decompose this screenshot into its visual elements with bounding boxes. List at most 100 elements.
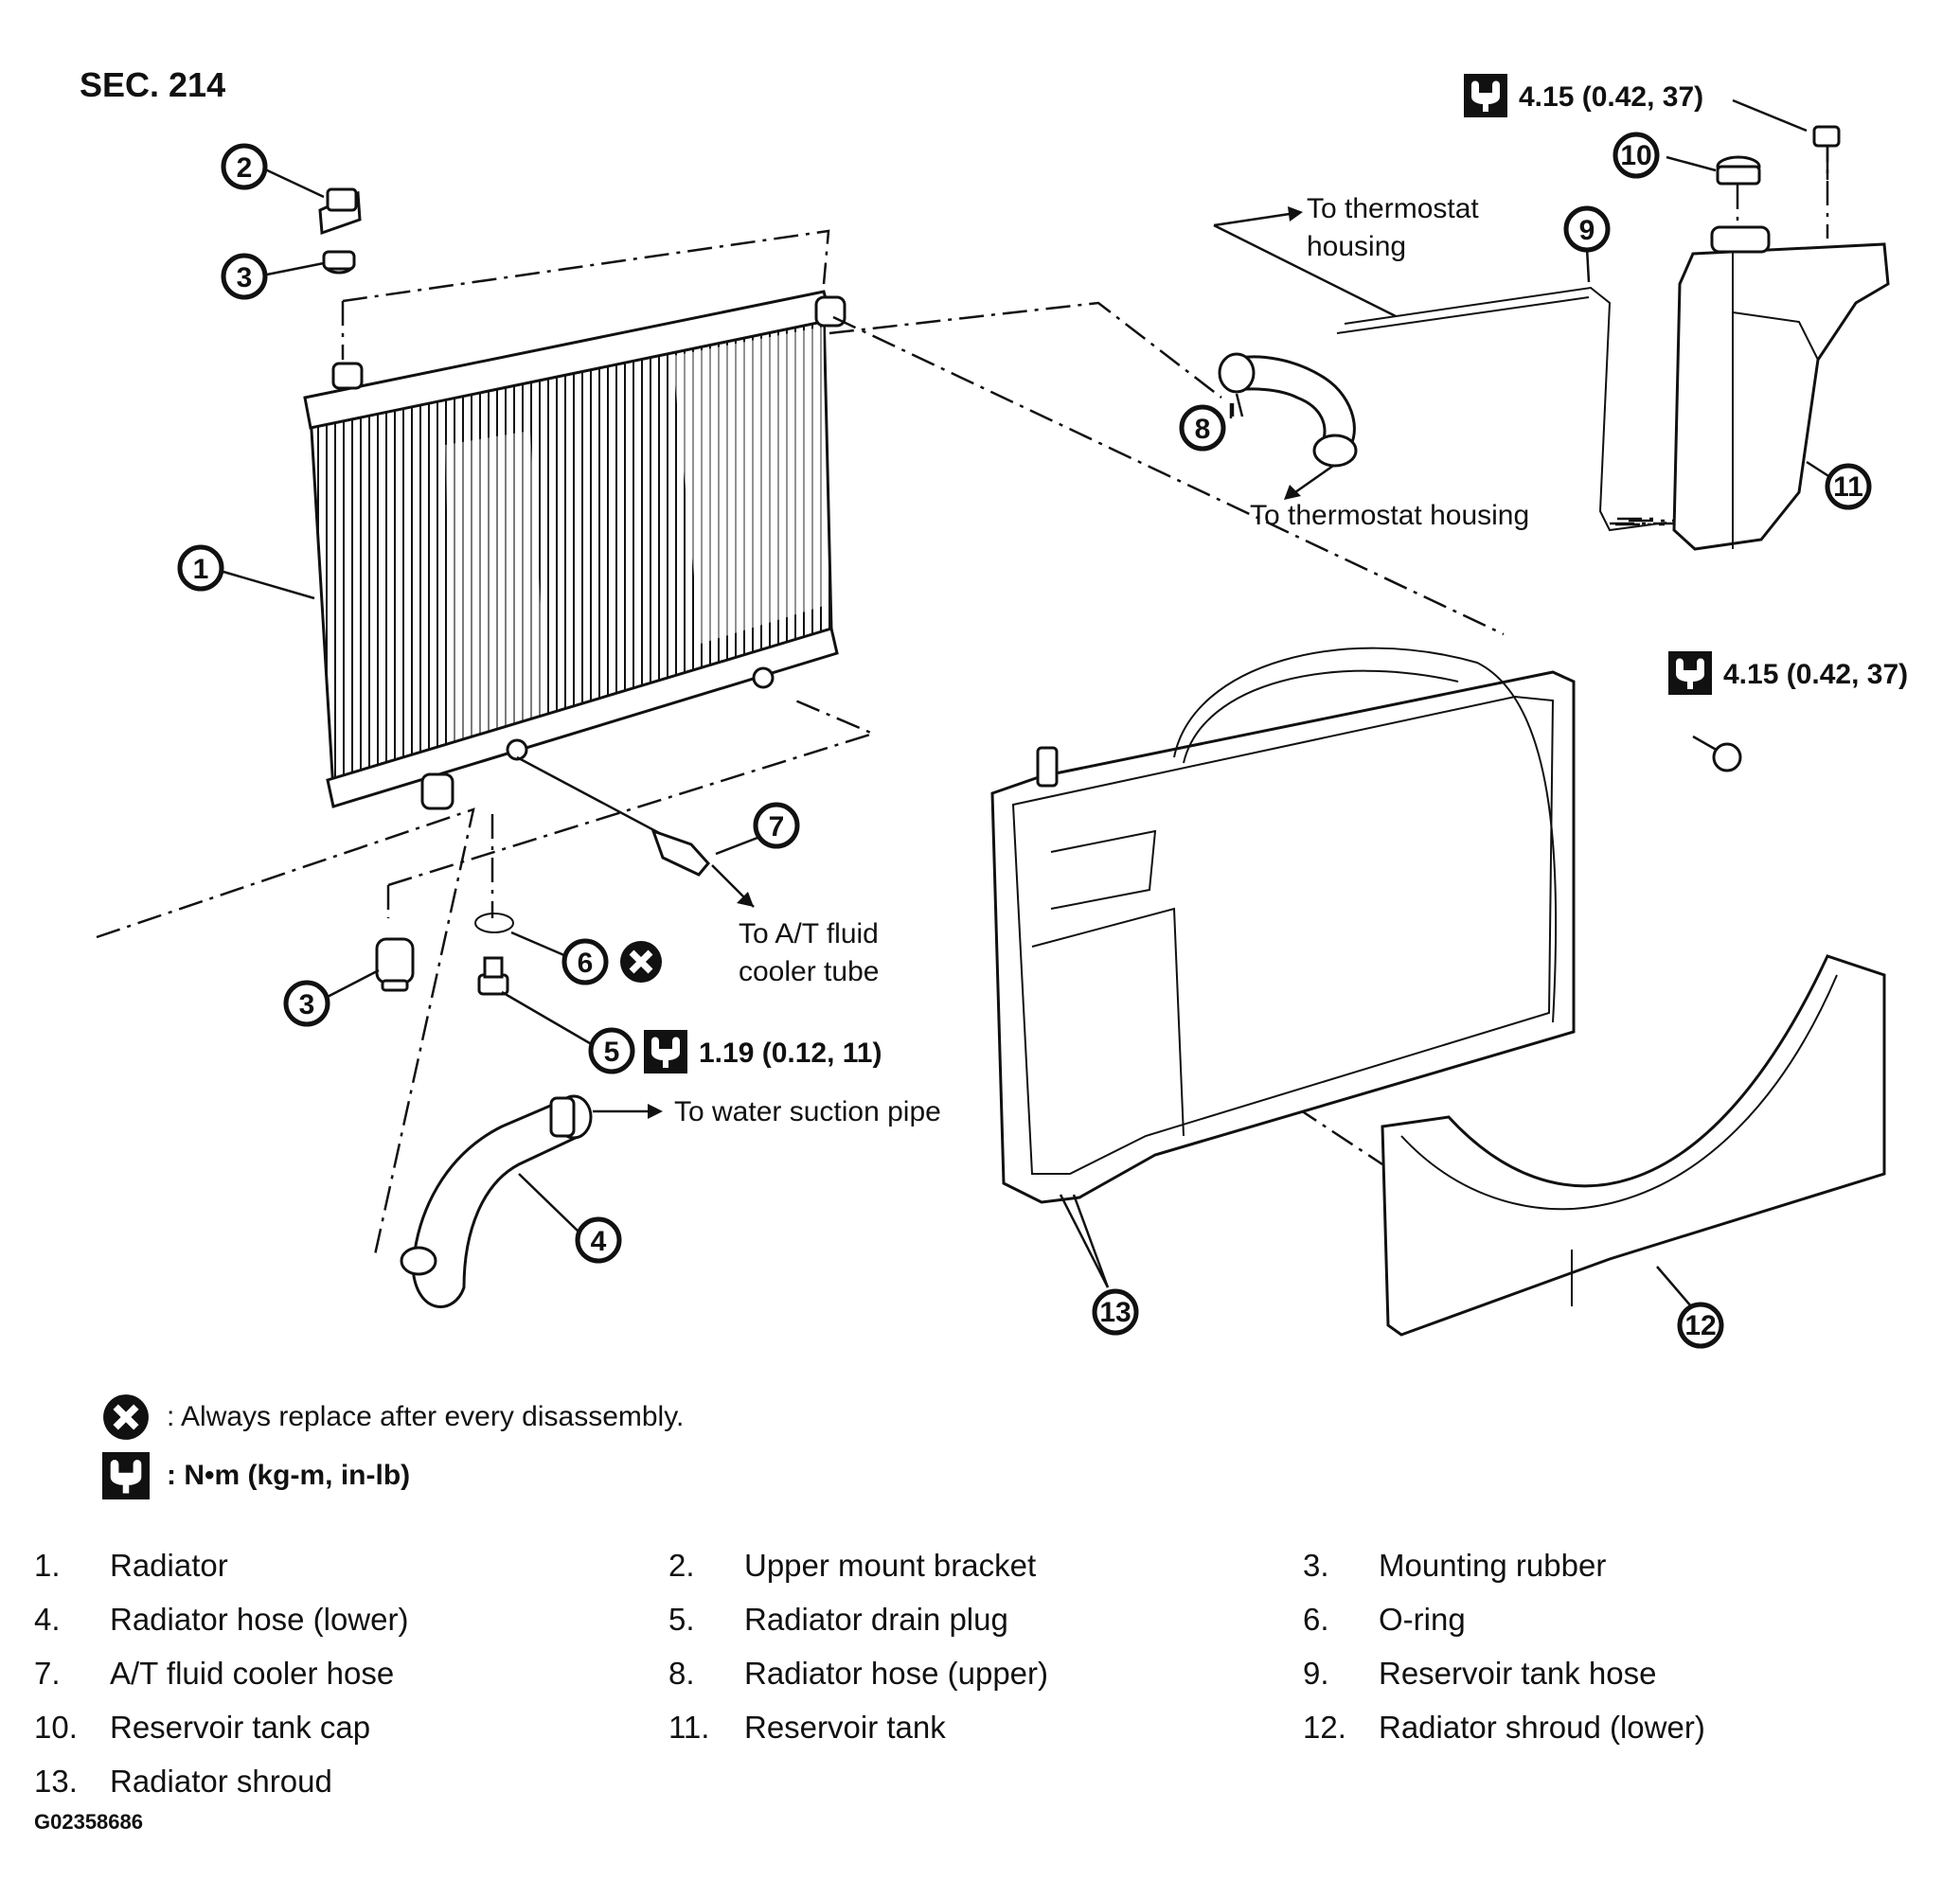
svg-text:4: 4: [591, 1226, 607, 1257]
radiator: [303, 290, 846, 810]
list-item: 10.Reservoir tank cap: [34, 1709, 371, 1745]
assembly-line: [832, 315, 1505, 636]
leader-line: [510, 931, 567, 958]
callout-at-fluid-2: cooler tube: [739, 956, 879, 987]
legend-replace: : Always replace after every disassembly…: [102, 1393, 684, 1441]
reservoir-tank-cap: [1716, 155, 1761, 186]
list-item: 1.Radiator: [34, 1547, 228, 1583]
torque-wrench-icon: [1668, 651, 1712, 695]
parts-row: 4.Radiator hose (lower) 5.Radiator drain…: [34, 1592, 1937, 1646]
radiator-shroud: [990, 647, 1576, 1204]
x-circle-icon: [620, 941, 662, 983]
list-item: 5.Radiator drain plug: [668, 1601, 1008, 1637]
marker-4: 4: [575, 1216, 622, 1264]
svg-text:9: 9: [1579, 215, 1595, 246]
svg-text:12: 12: [1684, 1310, 1716, 1341]
lower-mounting-rubber: [375, 937, 415, 992]
marker-3: 3: [221, 253, 268, 300]
drain-plug-torque: 1.19 (0.12, 11): [699, 1038, 882, 1069]
o-ring: [474, 913, 514, 933]
list-item: 13.Radiator shroud: [34, 1763, 332, 1799]
marker-13: 13: [1092, 1288, 1139, 1336]
leader-line: [715, 836, 758, 856]
parts-row: 10.Reservoir tank cap 11.Reservoir tank …: [34, 1700, 1937, 1754]
leader-line: [1235, 393, 1244, 417]
leader-line: [223, 570, 315, 600]
parts-row: 13.Radiator shroud: [34, 1754, 1937, 1808]
tank-bolt: [1812, 125, 1841, 180]
leader-line: [1732, 98, 1808, 133]
marker-10: 10: [1613, 132, 1660, 179]
list-item: 9.Reservoir tank hose: [1303, 1655, 1657, 1691]
svg-text:3: 3: [299, 989, 315, 1020]
marker-7: 7: [753, 802, 800, 849]
radiator-shroud-lower: [1381, 954, 1886, 1337]
torque-wrench-icon: [1464, 74, 1507, 117]
marker-1: 1: [177, 544, 224, 592]
svg-text:8: 8: [1195, 414, 1211, 445]
arrow-head: [1284, 485, 1301, 500]
list-item: 7.A/T fluid cooler hose: [34, 1655, 395, 1691]
legend-torque: : N•m (kg-m, in-lb): [102, 1452, 410, 1499]
callout-thermostat-top-1: To thermostat: [1307, 193, 1479, 224]
reservoir-tank: [1672, 225, 1890, 551]
callout-water-suction: To water suction pipe: [674, 1096, 941, 1127]
list-item: 8.Radiator hose (upper): [668, 1655, 1049, 1691]
parts-row: 1.Radiator 2.Upper mount bracket 3.Mount…: [34, 1538, 1937, 1592]
svg-text:13: 13: [1099, 1297, 1131, 1328]
shroud-bolt: [1692, 735, 1742, 772]
marker-2: 2: [221, 143, 268, 190]
leader-line: [266, 261, 325, 276]
leader-line: [262, 167, 325, 199]
marker-12: 12: [1677, 1302, 1724, 1349]
callout-at-fluid-1: To A/T fluid: [739, 918, 879, 949]
arrow-head: [1288, 206, 1303, 222]
shroud-bolt-torque: 4.15 (0.42, 37): [1723, 659, 1908, 690]
reservoir-tank-hose: [1213, 223, 1667, 532]
list-item: 2.Upper mount bracket: [668, 1547, 1037, 1583]
at-fluid-cooler-hose: [516, 755, 710, 877]
figure-code: G02358686: [34, 1810, 143, 1834]
marker-5: 5: [588, 1027, 635, 1074]
svg-text:5: 5: [604, 1037, 620, 1068]
leader-line: [323, 968, 380, 1001]
marker-8: 8: [1179, 404, 1226, 452]
leader-line: [518, 1173, 580, 1233]
assembly-line: [96, 807, 475, 1260]
leader-line: [1666, 155, 1717, 172]
radiator-hose-lower: [400, 1094, 593, 1308]
svg-text:6: 6: [578, 948, 594, 979]
svg-text:2: 2: [237, 152, 253, 184]
leader-line: [501, 990, 596, 1048]
parts-row: 7.A/T fluid cooler hose 8.Radiator hose …: [34, 1646, 1937, 1700]
legend-replace-text: : Always replace after every disassembly…: [167, 1401, 685, 1432]
radiator-drain-plug: [477, 956, 509, 996]
leader-line: [1656, 1266, 1692, 1307]
marker-6: 6: [561, 938, 609, 985]
parts-list: 1.Radiator 2.Upper mount bracket 3.Mount…: [34, 1538, 1937, 1808]
callout-thermostat-mid: To thermostat housing: [1250, 500, 1529, 531]
assembly-line: [342, 229, 830, 303]
list-item: 6.O-ring: [1303, 1601, 1466, 1637]
marker-9: 9: [1563, 205, 1611, 253]
callout-thermostat-top-2: housing: [1307, 231, 1406, 262]
marker-11: 11: [1825, 463, 1872, 510]
upper-mount-bracket: [318, 187, 362, 236]
arrow-line: [1213, 212, 1291, 227]
svg-text:11: 11: [1833, 471, 1863, 503]
radiator-hose-upper: [1218, 352, 1358, 468]
leader-line: [1585, 247, 1591, 283]
torque-wrench-icon: [102, 1452, 150, 1499]
svg-text:3: 3: [237, 262, 253, 293]
svg-text:1: 1: [193, 554, 209, 585]
legend-torque-text: : N•m (kg-m, in-lb): [167, 1460, 411, 1491]
arrow-head: [737, 892, 754, 907]
section-title: SEC. 214: [80, 65, 225, 104]
leader-line: [1072, 1194, 1110, 1288]
arrow-line: [1294, 464, 1334, 494]
list-item: 11.Reservoir tank: [668, 1709, 946, 1745]
x-circle-icon: [103, 1394, 149, 1440]
list-item: 3.Mounting rubber: [1303, 1547, 1607, 1583]
arrow-head: [648, 1104, 663, 1119]
